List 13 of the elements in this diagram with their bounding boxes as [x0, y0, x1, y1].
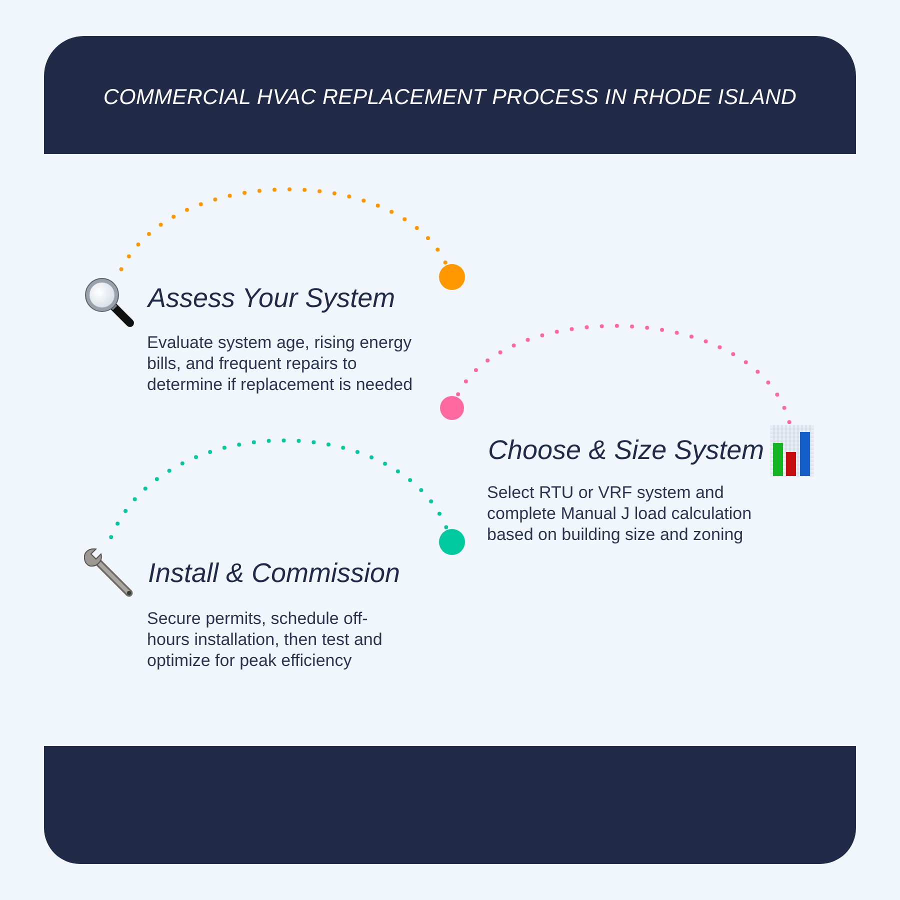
step-heading: Choose & Size System: [488, 434, 764, 467]
dotted-arc: [454, 324, 792, 427]
diagram-title: COMMERCIAL HVAC REPLACEMENT PROCESS IN RHODE ISLAND: [102, 84, 798, 111]
step-heading: Assess Your System: [148, 282, 396, 315]
dotted-arc: [118, 187, 449, 274]
step-dot: [440, 396, 464, 420]
dotted-arc: [108, 438, 450, 542]
step-description: Secure permits, schedule off-hours installation, then test and optimize for peak efficiency: [147, 608, 384, 671]
step-description: Select RTU or VRF system and complete Manual J load calculation based on building size and zoning: [487, 482, 753, 545]
step-description: Evaluate system age, rising energy bills, and frequent repairs to determine if replacement is needed: [147, 332, 414, 395]
step-dot: [439, 264, 465, 290]
step-dot: [439, 529, 465, 555]
step-heading: Install & Commission: [148, 557, 400, 590]
